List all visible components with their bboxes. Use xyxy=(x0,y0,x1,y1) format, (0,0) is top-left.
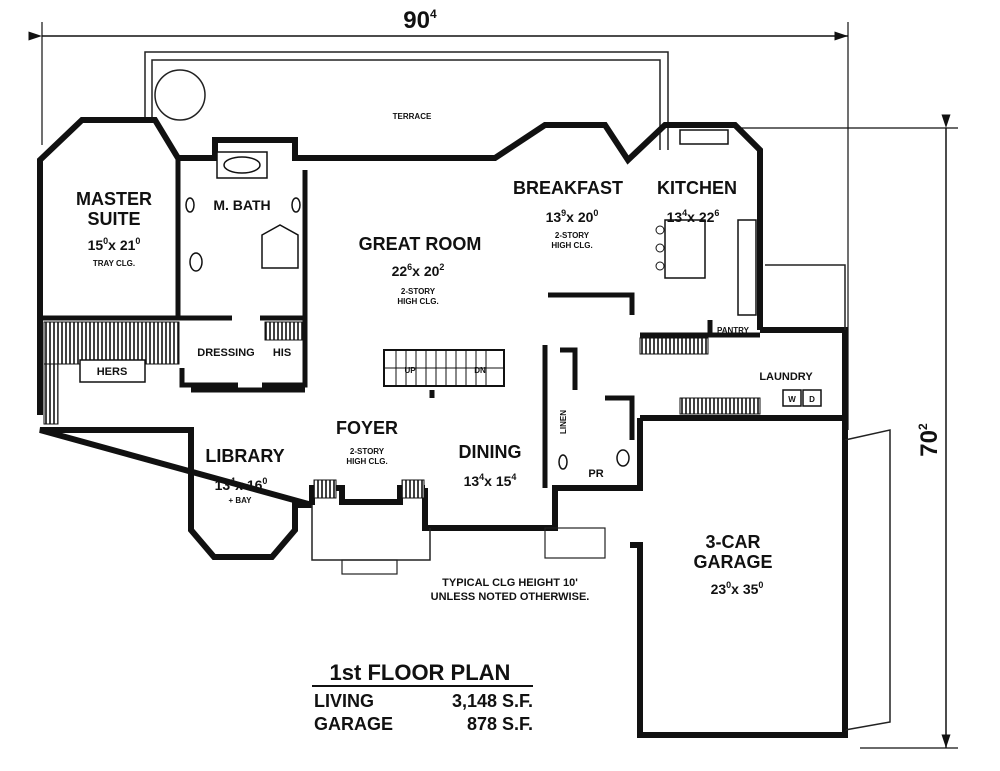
master-suite-name-line2: SUITE xyxy=(87,209,140,229)
kitchen-counter-right xyxy=(737,219,757,316)
washer-label: W xyxy=(788,395,796,404)
his-closet-shelving xyxy=(264,321,304,341)
interior-walls xyxy=(40,158,760,488)
powder-room-label: PR xyxy=(588,468,603,480)
foyer-note-2: HIGH CLG. xyxy=(346,457,387,466)
garage-dimensions: 230x 350 xyxy=(711,580,764,597)
sink-left-icon xyxy=(185,197,195,213)
library-dimensions: 134x 160 xyxy=(215,476,268,493)
master-bath-label: M. BATH xyxy=(213,197,270,213)
breakfast-note-1: 2-STORY xyxy=(555,231,590,240)
master-suite-dimensions: 150x 210 xyxy=(88,236,141,253)
terrace-label: TERRACE xyxy=(393,112,432,121)
plan-title: 1st FLOOR PLAN xyxy=(330,660,511,685)
bathtub-icon xyxy=(216,151,268,179)
overall-width-label: 904 xyxy=(403,7,437,34)
linen-label: LINEN xyxy=(559,410,568,434)
shower-icon xyxy=(261,224,299,269)
terrace-outline xyxy=(144,51,669,150)
area-value-living: 3,148 S.F. xyxy=(452,691,533,711)
garage-entry-stoop xyxy=(544,527,606,559)
hers-closet-label: HERS xyxy=(97,366,128,378)
dressing-label: DRESSING xyxy=(197,347,254,359)
sink-right-icon xyxy=(291,197,301,213)
great-room-name: GREAT ROOM xyxy=(359,234,482,254)
dining-name: DINING xyxy=(459,442,522,462)
ceiling-note-line1: TYPICAL CLG HEIGHT 10' xyxy=(442,577,578,589)
library-note: + BAY xyxy=(228,496,252,505)
dining-dimensions: 134x 154 xyxy=(464,472,517,489)
pr-sink-icon xyxy=(558,454,568,470)
garage-door-panels xyxy=(844,429,891,731)
master-suite-name-line1: MASTER xyxy=(76,189,152,209)
kitchen-island xyxy=(655,219,706,279)
foyer-column-right xyxy=(401,479,425,499)
kitchen-cabinet-run xyxy=(639,337,709,355)
breakfast-dimensions: 139x 200 xyxy=(546,208,599,225)
stair-up-label: UP xyxy=(404,366,416,375)
area-label-garage: GARAGE xyxy=(314,714,393,734)
kitchen-name: KITCHEN xyxy=(657,178,737,198)
foyer-name: FOYER xyxy=(336,418,398,438)
breakfast-note-2: HIGH CLG. xyxy=(551,241,592,250)
foyer-note-1: 2-STORY xyxy=(350,447,385,456)
laundry-cabinets xyxy=(679,397,761,415)
hers-island-outline xyxy=(79,359,146,383)
his-closet-label: HIS xyxy=(273,347,291,359)
dryer-label: D xyxy=(809,395,815,404)
garage-name-line2: GARAGE xyxy=(693,552,772,572)
washer-icon xyxy=(782,389,802,407)
side-porch-outline xyxy=(765,264,846,330)
ceiling-note-line2: UNLESS NOTED OTHERWISE. xyxy=(431,591,590,603)
area-label-living: LIVING xyxy=(314,691,374,711)
terrace-round-table-icon xyxy=(154,69,206,121)
toilet-icon xyxy=(189,252,203,272)
pantry-label: PANTRY xyxy=(717,326,750,335)
staircase xyxy=(383,349,505,387)
foyer-column-left xyxy=(313,479,337,499)
area-value-garage: 878 S.F. xyxy=(467,714,533,734)
kitchen-dimensions: 134x 226 xyxy=(667,208,720,225)
overall-depth-label: 702 xyxy=(916,423,943,457)
breakfast-name: BREAKFAST xyxy=(513,178,623,198)
garage-wall xyxy=(630,415,848,738)
great-room-note-1: 2-STORY xyxy=(401,287,436,296)
master-suite-note: TRAY CLG. xyxy=(93,259,135,268)
garage-name-line1: 3-CAR xyxy=(705,532,760,552)
stair-down-label: DN xyxy=(474,366,486,375)
overall-depth-dimension-line xyxy=(740,114,958,749)
hers-closet-shelving xyxy=(43,321,180,365)
great-room-dimensions: 226x 202 xyxy=(392,262,445,279)
hers-closet-side-shelving xyxy=(43,363,59,425)
library-name: LIBRARY xyxy=(205,446,284,466)
front-porch xyxy=(311,505,431,575)
kitchen-sink-counter xyxy=(679,129,729,145)
dryer-icon xyxy=(802,389,822,407)
great-room-note-2: HIGH CLG. xyxy=(397,297,438,306)
pr-toilet-icon xyxy=(616,449,630,467)
laundry-label: LAUNDRY xyxy=(759,371,813,383)
